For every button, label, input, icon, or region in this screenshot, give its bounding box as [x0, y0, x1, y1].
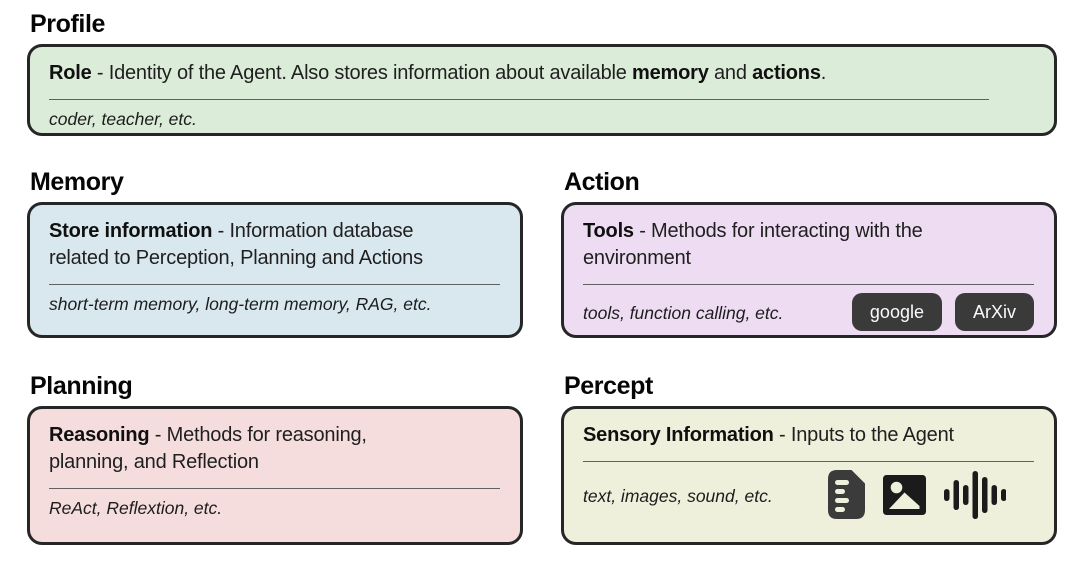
arxiv-button[interactable]: ArXiv — [954, 293, 1034, 331]
modality-icons — [828, 470, 1006, 519]
action-card: Tools - Methods for interacting with the… — [561, 202, 1057, 338]
percept-heading: Percept — [564, 372, 653, 400]
percept-card: Sensory Information - Inputs to the Agen… — [561, 406, 1057, 545]
action-card-title: Tools - Methods for interacting with the… — [583, 220, 923, 269]
audio-waveform-icon — [944, 470, 1006, 519]
action-heading: Action — [564, 168, 640, 196]
action-section: Action Tools - Methods for interacting w… — [561, 168, 1057, 338]
memory-heading: Memory — [30, 168, 124, 196]
profile-card-examples: coder, teacher, etc. — [49, 109, 197, 129]
action-card-bottom-row: tools, function calling, etc. google ArX… — [583, 293, 1034, 331]
divider — [583, 284, 1034, 285]
action-card-examples: tools, function calling, etc. — [583, 303, 784, 323]
memory-action-row: Memory Store information - Information d… — [27, 168, 1057, 338]
google-button[interactable]: google — [851, 293, 942, 331]
divider — [49, 488, 500, 489]
percept-card-examples: text, images, sound, etc. — [583, 485, 773, 506]
percept-section: Percept Sensory Information - Inputs to … — [561, 372, 1057, 545]
profile-card: Role - Identity of the Agent. Also store… — [27, 44, 1057, 136]
divider — [583, 461, 1034, 462]
divider — [49, 99, 989, 100]
planning-card-examples: ReAct, Reflextion, etc. — [49, 498, 223, 518]
percept-card-bottom-row: text, images, sound, etc. — [583, 470, 1034, 519]
profile-heading: Profile — [30, 10, 105, 38]
memory-section: Memory Store information - Information d… — [27, 168, 523, 338]
profile-card-title: Role - Identity of the Agent. Also store… — [49, 62, 827, 84]
planning-card: Reasoning - Methods for reasoning, plann… — [27, 406, 523, 545]
image-icon — [883, 474, 926, 515]
planning-heading: Planning — [30, 372, 133, 400]
tool-buttons: google ArXiv — [851, 293, 1034, 331]
planning-percept-row: Planning Reasoning - Methods for reasoni… — [27, 372, 1057, 545]
memory-card: Store information - Information database… — [27, 202, 523, 338]
percept-card-title: Sensory Information - Inputs to the Agen… — [583, 424, 954, 446]
profile-section: Profile Role - Identity of the Agent. Al… — [27, 10, 1057, 136]
planning-section: Planning Reasoning - Methods for reasoni… — [27, 372, 523, 545]
document-icon — [828, 470, 865, 519]
memory-card-examples: short-term memory, long-term memory, RAG… — [49, 294, 432, 314]
memory-card-title: Store information - Information database… — [49, 220, 423, 269]
divider — [49, 284, 500, 285]
planning-card-title: Reasoning - Methods for reasoning, plann… — [49, 424, 367, 473]
